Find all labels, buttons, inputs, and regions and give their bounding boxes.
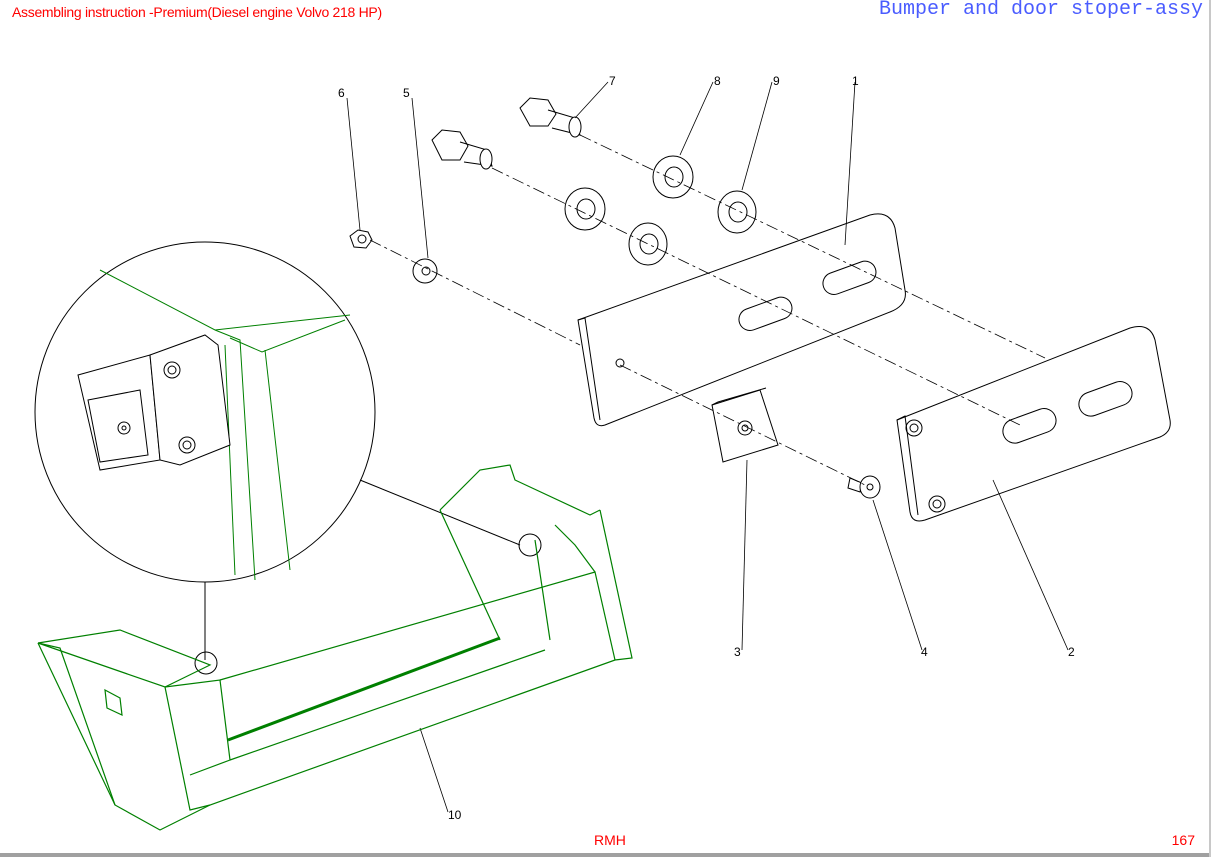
- callout-6: 6: [338, 86, 345, 100]
- section-title: Bumper and door stoper-assy: [878, 0, 1203, 21]
- part-10-bumper-frame: [37, 464, 633, 831]
- callout-7: 7: [609, 74, 616, 88]
- part-2-plate: [896, 326, 1171, 522]
- part-7-bolt: [431, 97, 582, 170]
- part-6-nut: [349, 229, 373, 249]
- part-4-screw: [847, 475, 881, 499]
- callout-8: 8: [714, 74, 721, 88]
- part-8-washer: [564, 155, 694, 231]
- callout-10: 10: [448, 808, 462, 822]
- callout-1: 1: [852, 74, 859, 88]
- callout-4: 4: [921, 645, 928, 659]
- callout-9: 9: [773, 74, 780, 88]
- detail-view: [34, 241, 542, 675]
- bottom-border: [0, 853, 1211, 857]
- callout-2: 2: [1068, 645, 1075, 659]
- part-9-washer: [628, 190, 757, 266]
- callout-3: 3: [734, 645, 741, 659]
- part-5-washer: [412, 258, 438, 284]
- right-border: [1209, 0, 1211, 857]
- page-number: 167: [1171, 832, 1195, 848]
- part-1-plate: [577, 213, 906, 427]
- callout-5: 5: [403, 86, 410, 100]
- document-title: Assembling instruction -Premium(Diesel e…: [12, 4, 382, 20]
- footer-company: RMH: [594, 832, 626, 848]
